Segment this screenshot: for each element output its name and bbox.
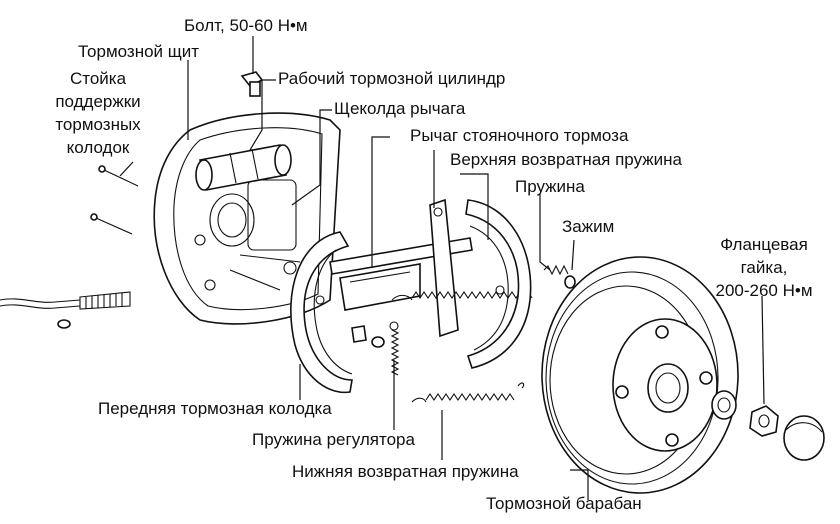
- label-hold-down-2: поддержки: [55, 92, 140, 111]
- label-hold-down-3: тормозных: [55, 115, 141, 134]
- label-backing-plate: Тормозной щит: [78, 42, 199, 61]
- label-brake-drum: Тормозной барабан: [486, 494, 642, 513]
- label-parking-lever: Рычаг стояночного тормоза: [410, 126, 629, 145]
- brake-hose: [0, 291, 131, 329]
- label-front-shoe: Передняя тормозная колодка: [98, 399, 332, 418]
- label-hold-down-1: Стойка: [70, 69, 127, 88]
- leader-lines: [119, 36, 765, 500]
- label-spring: Пружина: [515, 177, 585, 196]
- label-adjuster-spring: Пружина регулятора: [252, 430, 415, 449]
- upper-return-spring: [391, 291, 533, 301]
- hold-down-pins: [90, 165, 139, 235]
- label-wheel-cylinder: Рабочий тормозной цилиндр: [278, 69, 505, 88]
- label-lever-latch: Щеколда рычага: [334, 99, 466, 118]
- wheel-cylinder: [195, 144, 292, 191]
- backing-plate: [153, 112, 341, 325]
- front-brake-shoe: [290, 231, 353, 394]
- flange-nut: [749, 405, 779, 437]
- label-clip: Зажим: [562, 217, 614, 236]
- dust-cap: [783, 415, 825, 461]
- label-upper-spring: Верхняя возвратная пружина: [450, 150, 683, 169]
- label-bolt: Болт, 50-60 Н•м: [184, 16, 308, 35]
- label-hold-down-4: колодок: [67, 138, 130, 157]
- wheel-bearing: [711, 390, 737, 420]
- label-flange-nut-3: 200-260 Н•м: [715, 281, 812, 300]
- label-lower-spring: Нижняя возвратная пружина: [292, 462, 519, 481]
- callout-labels: Болт, 50-60 Н•м Тормозной щит Стойка под…: [55, 16, 812, 513]
- parking-lever: [329, 198, 473, 338]
- label-flange-nut-1: Фланцевая: [720, 235, 808, 254]
- bolt: [240, 71, 264, 97]
- brake-drum: [541, 256, 739, 494]
- hold-down-spring: [543, 264, 576, 289]
- adjuster-spring: [351, 321, 400, 376]
- lower-return-spring: [411, 382, 525, 403]
- label-flange-nut-2: гайка,: [741, 258, 788, 277]
- rear-brake-shoe: [465, 199, 532, 369]
